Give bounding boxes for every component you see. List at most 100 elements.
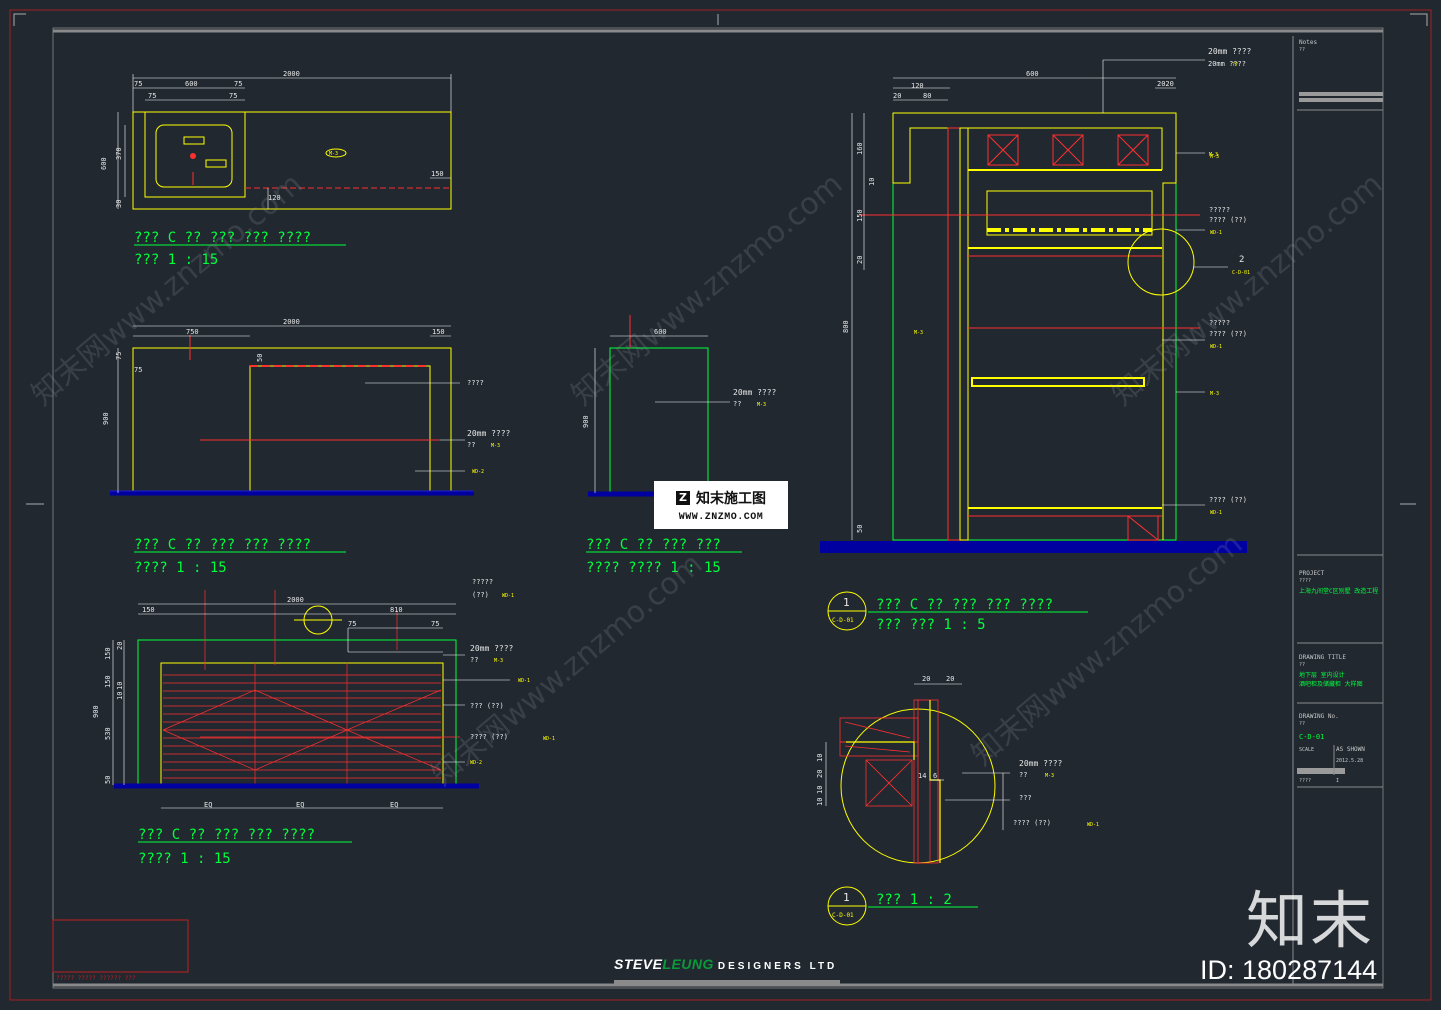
view-back [112, 590, 510, 809]
dim-label: 120 [911, 82, 924, 90]
dim-label: 600 [654, 328, 667, 336]
view-title: ??? C ?? ??? ??? ???? [134, 537, 311, 553]
logo-name: 知末施工图 [696, 490, 766, 507]
dim-label: 10 [116, 682, 124, 690]
material-tag: M-3 [1209, 152, 1218, 158]
view-title: ??? C ?? ??? ??? ???? [134, 230, 311, 246]
note: ??? [1019, 794, 1032, 802]
logo-mark-icon: Z [676, 490, 690, 505]
dim-label: 2020 [1157, 80, 1174, 88]
note: ?? [470, 656, 478, 664]
dim-label: 150 [104, 675, 112, 688]
dim-label: 20 [893, 92, 901, 100]
view-scale: ???? 1 : 15 [134, 560, 227, 576]
dim-label: 75 [134, 80, 142, 88]
stamp-box: ????? ????? ?????? ??? [52, 919, 189, 982]
detail-marker-num: 2 [1239, 255, 1244, 265]
dim-label: 50 [256, 354, 264, 362]
note: ???? (??) [1013, 819, 1051, 827]
material-tag: M-3 [757, 402, 766, 408]
dim-label: 150 [856, 209, 864, 222]
note: 20mm ???? [1019, 759, 1063, 768]
view-scale: ??? 1 : 15 [134, 252, 218, 268]
note: ?? [467, 441, 475, 449]
material-tag: M-3 [1210, 391, 1219, 397]
dim-label: 370 [115, 147, 123, 160]
dim-label: EQ [390, 801, 398, 809]
rev-label: ???? [1299, 778, 1311, 784]
material-tag: M-3 [329, 151, 338, 157]
note: ????? [1209, 206, 1230, 214]
section-marker: 1 C-D-01 [827, 591, 867, 631]
znzmo-logo: Z 知末施工图 WWW.ZNZMO.COM [654, 481, 788, 529]
view-side [588, 315, 730, 497]
dim-label: 50 [104, 776, 112, 784]
dim-label: 160 [856, 142, 864, 155]
drawing-title-cn-1: 地下层 室内设计 [1299, 671, 1345, 679]
material-tag: WD-1 [1210, 510, 1222, 516]
dim-label: 30 [115, 200, 123, 208]
project-label: PROJECT [1299, 570, 1325, 577]
dim-label: 600 [185, 80, 198, 88]
dim-label: 75 [348, 620, 356, 628]
note: 20mm ???? [470, 644, 514, 653]
view-scale: ???? 1 : 15 [138, 851, 231, 867]
brand-part-1: STEVE [614, 956, 663, 972]
dim-label: 600 [1026, 70, 1039, 78]
dim-label: 75 [115, 352, 123, 360]
material-tag: M-3 [491, 443, 500, 449]
marker-ref: C-D-01 [832, 617, 854, 624]
material-tag: WD-1 [1087, 822, 1099, 828]
dim-label: 750 [186, 328, 199, 336]
dim-label: 75 [229, 92, 237, 100]
dim-label: 530 [104, 727, 112, 740]
material-tag: WD-1 [543, 736, 555, 742]
dim-label: 120 [268, 194, 281, 202]
view-side-text: 600 900 20mm ???? ?? M-3 [582, 328, 777, 428]
dim-label: EQ [204, 801, 212, 809]
note: 20mm ???? [733, 388, 777, 397]
dim-label: 10 [816, 798, 824, 806]
marker-num: 1 [843, 891, 850, 904]
brand-strip [614, 980, 840, 985]
dim-label: 10 [816, 754, 824, 762]
dim-label: 810 [390, 606, 403, 614]
dim-label: 900 [582, 415, 590, 428]
view-title: ??? C ?? ??? ??? ???? [138, 827, 315, 843]
material-tag: ?? [1232, 62, 1238, 68]
dim-label: 14 [918, 772, 926, 780]
scale-label: SCALE [1299, 747, 1314, 753]
note: ?? [1019, 771, 1027, 779]
dim-label: 150 [104, 647, 112, 660]
view-title: ??? 1 : 2 [876, 892, 952, 908]
note: 20mm ???? [467, 429, 511, 438]
view-detail-text: 20 20 10 20 10 10 14 6 20mm ???? ?? M-3 … [816, 675, 1099, 828]
notes-value: ?? [1299, 47, 1305, 53]
brand-part-2: LEUNG [662, 956, 714, 972]
zm-watermark-logo: 知末 [1246, 884, 1375, 957]
view-detail [825, 683, 1010, 864]
note: ?? [733, 400, 741, 408]
material-tag: WD-2 [472, 469, 484, 475]
material-tag: M-3 [1210, 154, 1219, 160]
view-scale: ???? ???? 1 : 15 [586, 560, 721, 576]
view-scale: ??? ??? 1 : 5 [876, 617, 986, 633]
id-stamp: ID: 180287144 [1200, 955, 1378, 985]
rev-value: I [1336, 778, 1339, 784]
view-titles: ??? C ?? ??? ??? ???? ??? 1 : 15 ??? C ?… [134, 230, 1088, 908]
note: ???? [467, 379, 484, 387]
dim-label: 10 [816, 786, 824, 794]
dim-label: 150 [431, 170, 444, 178]
dim-label: 150 [142, 606, 155, 614]
dim-label: 900 [92, 705, 100, 718]
dim-label: 75 [431, 620, 439, 628]
drawing-no-value: ?? [1299, 721, 1305, 727]
marker-ref: C-D-01 [832, 912, 854, 919]
dim-label: 50 [856, 525, 864, 533]
notes-label: Notes [1299, 39, 1317, 46]
stamp-note: ????? ????? ?????? ??? [56, 975, 136, 982]
title-block: Notes ?? PROJECT ???? 上海九间堂C区别墅 改造工程 DRA… [1297, 39, 1383, 788]
material-tag: WD-1 [502, 593, 514, 599]
project-name: 上海九间堂C区别墅 改造工程 [1299, 587, 1378, 595]
